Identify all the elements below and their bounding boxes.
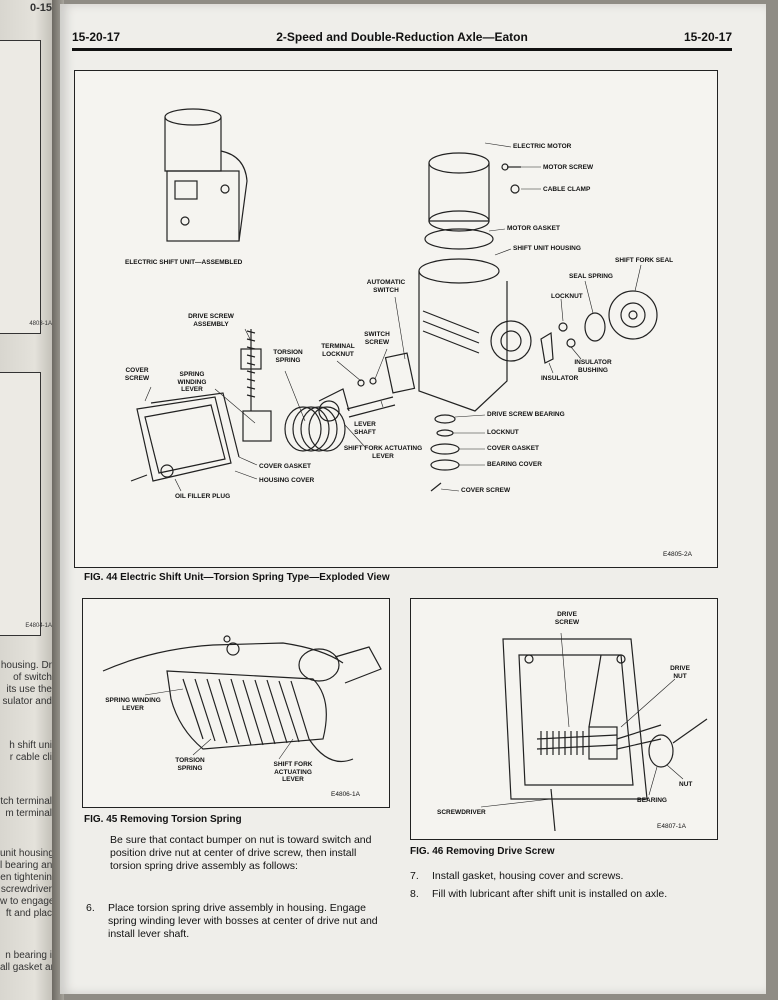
label-cover-screw-right: COVER SCREW — [461, 487, 511, 494]
page-header: 15-20-17 2-Speed and Double-Reduction Ax… — [72, 30, 732, 48]
label-spring-winding-lever: SPRING WINDING LEVER — [177, 371, 207, 393]
label-cover-gasket-right: COVER GASKET — [487, 445, 540, 452]
label-locknut-top: LOCKNUT — [551, 293, 583, 300]
page-number-right: 15-20-17 — [683, 30, 732, 44]
intro-text: Be sure that contact bumper on nut is to… — [110, 834, 372, 872]
label-cover-screw: COVER SCREW — [124, 367, 150, 382]
figure-46-caption: FIG. 46 Removing Drive Screw — [410, 846, 555, 857]
page-title: 2-Speed and Double-Reduction Axle—Eaton — [276, 30, 528, 44]
fig46-label-drive-screw: DRIVE SCREW — [554, 611, 580, 626]
left-page-code-top: 4803-1A — [29, 321, 52, 327]
figure-45-drawing — [102, 635, 382, 763]
fig45-label-spring-winding-lever: SPRING WINDING LEVER — [105, 697, 161, 712]
left-page-text-line: tch terminal — [0, 796, 52, 807]
figure-46: DRIVE SCREW DRIVE NUT NUT BEARING SCREWD… — [410, 598, 718, 840]
label-cover-gasket: COVER GASKET — [259, 463, 312, 470]
label-drive-screw-bearing: DRIVE SCREW BEARING — [487, 411, 565, 418]
label-electric-shift-unit-assembled: ELECTRIC SHIFT UNIT—ASSEMBLED — [125, 259, 243, 266]
label-insulator-bushing: INSULATOR BUSHING — [574, 359, 612, 374]
label-cable-clamp: CABLE CLAMP — [543, 186, 591, 193]
fig46-label-screwdriver: SCREWDRIVER — [437, 809, 486, 816]
label-locknut-bottom: LOCKNUT — [487, 429, 519, 436]
page-number-left: 15-20-17 — [72, 30, 121, 44]
label-lever-shaft: LEVER SHAFT — [354, 421, 376, 436]
figure-44: ELECTRIC SHIFT UNIT—ASSEMBLED DRIVE SCRE… — [74, 70, 718, 568]
fig46-label-nut: NUT — [679, 781, 693, 788]
label-terminal-locknut: TERMINAL LOCKNUT — [321, 343, 355, 358]
figure-46-code: E4807-1A — [657, 823, 686, 830]
figure-45: SPRING WINDING LEVER TORSION SPRING SHIF… — [82, 598, 390, 808]
left-page-code-bottom: E4804-1A — [25, 623, 52, 629]
left-page-text-line: its use the — [6, 684, 52, 695]
label-bearing-cover: BEARING COVER — [487, 461, 542, 468]
label-seal-spring: SEAL SPRING — [569, 273, 613, 280]
figure-44-caption: FIG. 44 Electric Shift Unit—Torsion Spri… — [84, 572, 390, 583]
figure-46-drawing — [480, 632, 708, 832]
label-drive-screw-assembly: DRIVE SCREW ASSEMBLY — [188, 313, 234, 328]
left-page-tab: 0-15 — [29, 2, 52, 14]
label-oil-filler-plug: OIL FILLER PLUG — [175, 493, 231, 500]
fig46-label-drive-nut: DRIVE NUT — [670, 665, 690, 680]
label-shift-fork-seal: SHIFT FORK SEAL — [615, 257, 674, 264]
left-page-text-line: unit housing — [0, 848, 52, 859]
figure-45-code: E4806-1A — [331, 791, 360, 798]
manual-page: 15-20-17 2-Speed and Double-Reduction Ax… — [60, 4, 766, 994]
fig45-label-shift-fork-actuating-lever: SHIFT FORK ACTUATING LEVER — [273, 761, 313, 783]
label-motor-screw: MOTOR SCREW — [543, 164, 594, 171]
left-page-text-line: of switch — [13, 672, 52, 683]
step-8-number: 8. — [410, 888, 419, 900]
left-page-text-line: screwdriver — [0, 884, 52, 895]
fig45-label-torsion-spring: TORSION SPRING — [175, 757, 205, 772]
header-rule — [72, 48, 732, 51]
step-6-text: Place torsion spring drive assembly in h… — [108, 902, 378, 940]
step-7-text: Install gasket, housing cover and screws… — [432, 870, 624, 882]
left-page-text-line: l bearing an — [0, 860, 52, 871]
left-page-text-line: m terminal — [5, 808, 52, 819]
left-page-figure-bottom — [0, 372, 41, 636]
left-page-text-line: ft and plac — [5, 908, 52, 919]
label-insulator: INSULATOR — [541, 375, 579, 382]
figure-44-code: E4805-2A — [663, 551, 692, 558]
left-page-text-line: r cable cli — [9, 752, 52, 763]
left-page-text-line: en tightenin — [0, 872, 52, 883]
figure-45-caption: FIG. 45 Removing Torsion Spring — [84, 814, 242, 825]
step-7-number: 7. — [410, 870, 419, 882]
label-shift-unit-housing: SHIFT UNIT HOUSING — [513, 245, 581, 252]
left-page-text-line: housing. Dr — [0, 660, 52, 671]
label-electric-motor: ELECTRIC MOTOR — [513, 143, 572, 150]
left-page-text-line: h shift uni — [9, 740, 52, 751]
left-page-text-line: w to engage — [0, 896, 52, 907]
left-page-text-line: sulator and — [2, 696, 52, 707]
left-page-text-line: n bearing i — [5, 950, 52, 961]
left-page-text-line: all gasket an — [0, 962, 52, 973]
label-housing-cover: HOUSING COVER — [259, 477, 315, 484]
label-motor-gasket: MOTOR GASKET — [507, 225, 560, 232]
step-8-text: Fill with lubricant after shift unit is … — [432, 888, 668, 900]
fig46-label-bearing: BEARING — [637, 797, 667, 804]
label-shift-fork-actuating-lever: SHIFT FORK ACTUATING LEVER — [343, 445, 423, 460]
label-switch-screw: SWITCH SCREW — [364, 331, 390, 346]
label-torsion-spring: TORSION SPRING — [273, 349, 303, 364]
step-6-number: 6. — [86, 902, 95, 914]
left-page-figure-top — [0, 40, 41, 334]
figure-44-drawing — [130, 108, 658, 492]
label-automatic-switch: AUTOMATIC SWITCH — [366, 279, 406, 294]
